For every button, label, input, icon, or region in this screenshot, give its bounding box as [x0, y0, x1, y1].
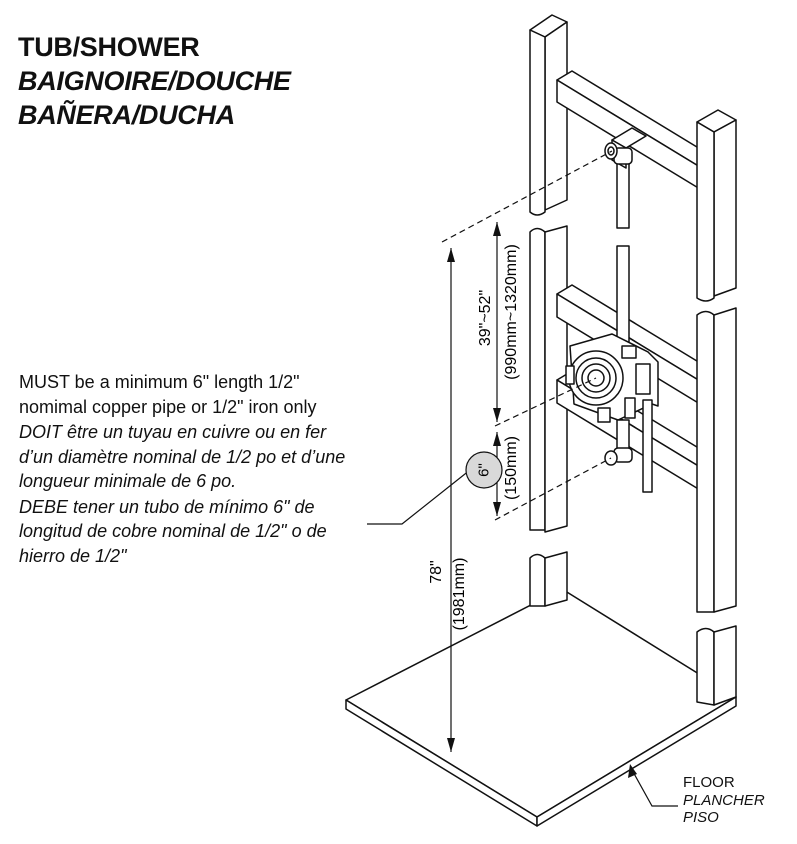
- floor-label-english: FLOOR: [683, 774, 735, 791]
- spout-callout-circle: [465, 451, 503, 489]
- overall-height-metric: (1981mm): [451, 558, 468, 631]
- floor-label: FLOOR PLANCHER PISO: [683, 774, 765, 827]
- note-english: MUST be a minimum 6" length 1/2" nomimal…: [19, 372, 317, 417]
- note-spanish: DEBE tener un tubo de mínimo 6" de longi…: [19, 496, 327, 566]
- floor-label-french: PLANCHER: [683, 791, 765, 809]
- page-title: TUB/SHOWER BAIGNOIRE/DOUCHE BAÑERA/DUCHA: [18, 30, 291, 132]
- floor-leader: [628, 764, 678, 807]
- right-stud: [696, 109, 737, 706]
- dimension-arrows: [447, 222, 501, 752]
- supply-pipe: [616, 159, 630, 347]
- showerhead-height-metric: (990mm~1320mm): [503, 244, 520, 380]
- dimension-lines: [367, 150, 613, 752]
- pipe-requirement-note: MUST be a minimum 6" length 1/2" nomimal…: [19, 370, 364, 569]
- title-english: TUB/SHOWER: [18, 32, 200, 62]
- floor-slab: [345, 588, 737, 827]
- tub-spout-pipe: [604, 399, 653, 493]
- overall-height-imperial: 78": [428, 560, 445, 583]
- title-french: BAIGNOIRE/DOUCHE: [18, 66, 291, 96]
- spout-distance-metric: (150mm): [503, 436, 520, 500]
- showerhead-height-imperial: 39"~52": [477, 290, 494, 346]
- title-spanish: BAÑERA/DUCHA: [18, 100, 235, 130]
- spout-callout-text: 6": [476, 463, 493, 477]
- floor-label-spanish: PISO: [683, 809, 719, 826]
- note-french: DOIT être un tuyau en cuivre ou en fer d…: [19, 422, 346, 491]
